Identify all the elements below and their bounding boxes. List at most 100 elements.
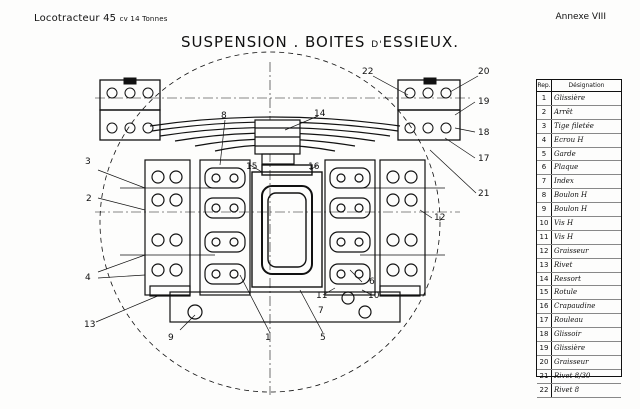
left-spring-hanger xyxy=(99,77,161,141)
title-end: ESSIEUX. xyxy=(382,33,460,51)
annex-label: Annexe VIII xyxy=(555,12,606,22)
callout-20: 20 xyxy=(478,67,490,77)
title-small: D' xyxy=(371,40,383,50)
legend-row-designation: Crapaudine xyxy=(554,302,596,311)
callout-7: 7 xyxy=(318,306,324,316)
callout-16: 16 xyxy=(308,162,320,172)
legend-row-designation: Boulon H xyxy=(554,205,588,214)
callout-21: 21 xyxy=(478,189,489,199)
callout-1: 1 xyxy=(265,333,271,343)
legend-row-designation: Rivet 8 xyxy=(554,385,580,394)
wheel-outline xyxy=(99,51,441,393)
legend-row-number: 20 xyxy=(537,355,552,369)
legend-row-designation: Rotule xyxy=(554,288,578,297)
legend-row-number: 5 xyxy=(537,147,552,161)
legend-row-number: 3 xyxy=(537,119,552,133)
drawing-title: SUSPENSION . BOITES D'ESSIEUX. xyxy=(0,33,640,51)
legend-row-designation: Boulon H xyxy=(554,191,588,200)
left-inner-guide xyxy=(199,159,251,296)
legend-row-designation: Ecrou H xyxy=(554,135,584,144)
legend-row-number: 15 xyxy=(537,286,552,300)
legend-row-designation: Vis H xyxy=(554,232,574,241)
left-axle-guide xyxy=(120,159,215,296)
legend-row-number: 17 xyxy=(537,314,552,328)
callout-5: 5 xyxy=(320,333,326,343)
legend-row-number: 7 xyxy=(537,175,552,189)
callout-15: 15 xyxy=(246,162,257,172)
callout-9: 9 xyxy=(168,333,174,343)
callout-3: 3 xyxy=(85,157,91,167)
legend-row-designation: Vis H xyxy=(554,219,574,228)
callout-17: 17 xyxy=(478,154,489,164)
leaf-spring xyxy=(149,116,401,165)
legend-row-number: 9 xyxy=(537,203,552,217)
legend-header: Rep. Désignation xyxy=(537,80,621,92)
legend-row-number: 4 xyxy=(537,133,552,147)
legend-row-designation: Plaque xyxy=(554,163,579,172)
legend-row-designation: Arrêt xyxy=(554,107,573,116)
callout-leaders xyxy=(95,75,479,334)
callout-12: 12 xyxy=(434,213,445,223)
callout-2: 2 xyxy=(86,194,92,204)
drawing-header-left: Locotracteur 45 cv 14 Tonnes xyxy=(34,13,168,24)
legend-header-rep: Rep. xyxy=(537,80,552,91)
callout-11: 11 xyxy=(316,291,327,301)
header-left-sub: cv 14 Tonnes xyxy=(119,15,168,23)
callout-8: 8 xyxy=(221,111,227,121)
callout-4: 4 xyxy=(85,273,91,283)
callout-14: 14 xyxy=(314,109,326,119)
callout-22: 22 xyxy=(362,67,373,77)
legend-row-designation: Garde xyxy=(554,149,576,158)
axle-box xyxy=(251,164,323,288)
legend-row-number: 13 xyxy=(537,258,552,272)
legend-row-number: 12 xyxy=(537,244,552,258)
legend-row-designation: Glissière xyxy=(554,94,586,102)
legend-row-number: 6 xyxy=(537,161,552,175)
right-axle-guide xyxy=(360,159,445,296)
legend-row-number: 2 xyxy=(537,105,552,119)
header-left-main: Locotracteur 45 xyxy=(34,13,117,24)
callout-6: 6 xyxy=(369,277,375,287)
bottom-guard xyxy=(149,285,421,323)
legend-row-designation: Tige filetée xyxy=(554,121,594,130)
legend-row-number: 22 xyxy=(537,383,552,397)
legend-row-designation: Rivet 8/30 xyxy=(554,371,591,380)
legend-row-designation: Index xyxy=(554,177,574,186)
legend-row-designation: Ressort xyxy=(554,274,581,283)
legend-row-number: 1 xyxy=(537,92,552,105)
legend-row-number: 8 xyxy=(537,189,552,203)
legend-row-designation: Rivet xyxy=(554,260,573,269)
callout-10: 10 xyxy=(368,291,380,301)
legend-row-number: 16 xyxy=(537,300,552,314)
legend-row-designation: Glissière xyxy=(554,344,586,353)
legend-row-number: 21 xyxy=(537,369,552,383)
legend-row-number: 18 xyxy=(537,328,552,342)
title-main: SUSPENSION . BOITES xyxy=(180,33,366,51)
legend-row-designation: Glissoir xyxy=(554,330,582,339)
callout-19: 19 xyxy=(478,97,490,107)
legend-header-designation: Désignation xyxy=(568,82,605,89)
legend-row-designation: Rouleau xyxy=(554,316,584,325)
right-spring-hanger xyxy=(397,77,461,141)
